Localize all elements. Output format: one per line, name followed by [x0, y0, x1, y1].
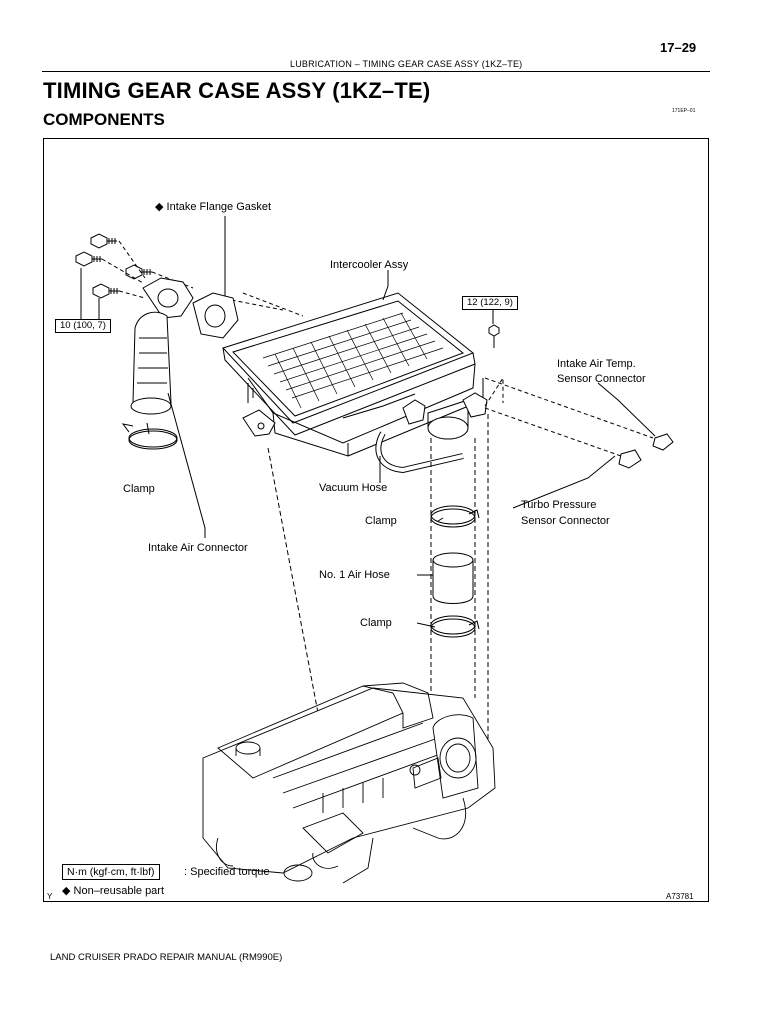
bolt — [92, 283, 119, 299]
label-no1-air-hose: No. 1 Air Hose — [319, 569, 390, 581]
label-intake-air-temp-line1: Intake Air Temp. — [557, 358, 636, 370]
label-turbo-pressure-line1: Turbo Pressure — [521, 499, 597, 511]
leader-lines — [146, 216, 656, 628]
label-intake-air-connector: Intake Air Connector — [148, 542, 248, 554]
header-rule — [42, 71, 710, 72]
bolt-12 — [488, 324, 500, 348]
footer: LAND CRUISER PRADO REPAIR MANUAL (RM990E… — [50, 952, 283, 963]
components-diagram — [75, 216, 674, 884]
intercooler-part — [222, 292, 488, 474]
section-title: COMPONENTS — [43, 110, 165, 129]
torque-spec-12: 12 (122, 9) — [462, 296, 518, 310]
page-number: 17–29 — [660, 40, 697, 55]
figure-id: A73781 — [666, 892, 694, 901]
intake-air-connector-part — [130, 277, 194, 415]
intake-flange-gasket-part — [192, 292, 239, 339]
label-vacuum-hose: Vacuum Hose — [319, 482, 388, 494]
bolt — [125, 264, 152, 280]
document-code: 171EP–01 — [672, 108, 696, 114]
engine-part — [202, 682, 496, 884]
bolt — [90, 233, 117, 249]
legend-torque-desc: : Specified torque — [184, 866, 270, 878]
label-turbo-pressure-line2: Sensor Connector — [521, 515, 610, 527]
label-intake-air-temp-line2: Sensor Connector — [557, 373, 646, 385]
turbo-pressure-connector-part — [618, 449, 642, 469]
torque-spec-10: 10 (100, 7) — [55, 319, 111, 333]
intake-air-temp-connector-part — [652, 433, 674, 451]
label-clamp-lower: Clamp — [360, 617, 392, 629]
figure-frame — [43, 138, 709, 902]
label-intake-flange-gasket: ◆ Intake Flange Gasket — [155, 201, 272, 213]
clamp-upper-part — [430, 505, 480, 528]
legend-torque-unit: N·m (kgf·cm, ft·lbf) — [62, 864, 160, 880]
no1-air-hose-part — [432, 552, 474, 604]
page-title: TIMING GEAR CASE ASSY (1KZ–TE) — [43, 78, 431, 103]
label-clamp-left: Clamp — [123, 483, 155, 495]
label-clamp-upper: Clamp — [365, 515, 397, 527]
clamp-lower-part — [430, 615, 480, 638]
legend-nonreusable: ◆ Non–reusable part — [62, 885, 165, 897]
corner-mark: Y — [47, 892, 53, 901]
running-header: LUBRICATION – TIMING GEAR CASE ASSY (1KZ… — [290, 59, 523, 69]
bolt — [75, 251, 102, 267]
label-intercooler-assy: Intercooler Assy — [330, 259, 409, 271]
clamp-left-part — [121, 423, 178, 450]
